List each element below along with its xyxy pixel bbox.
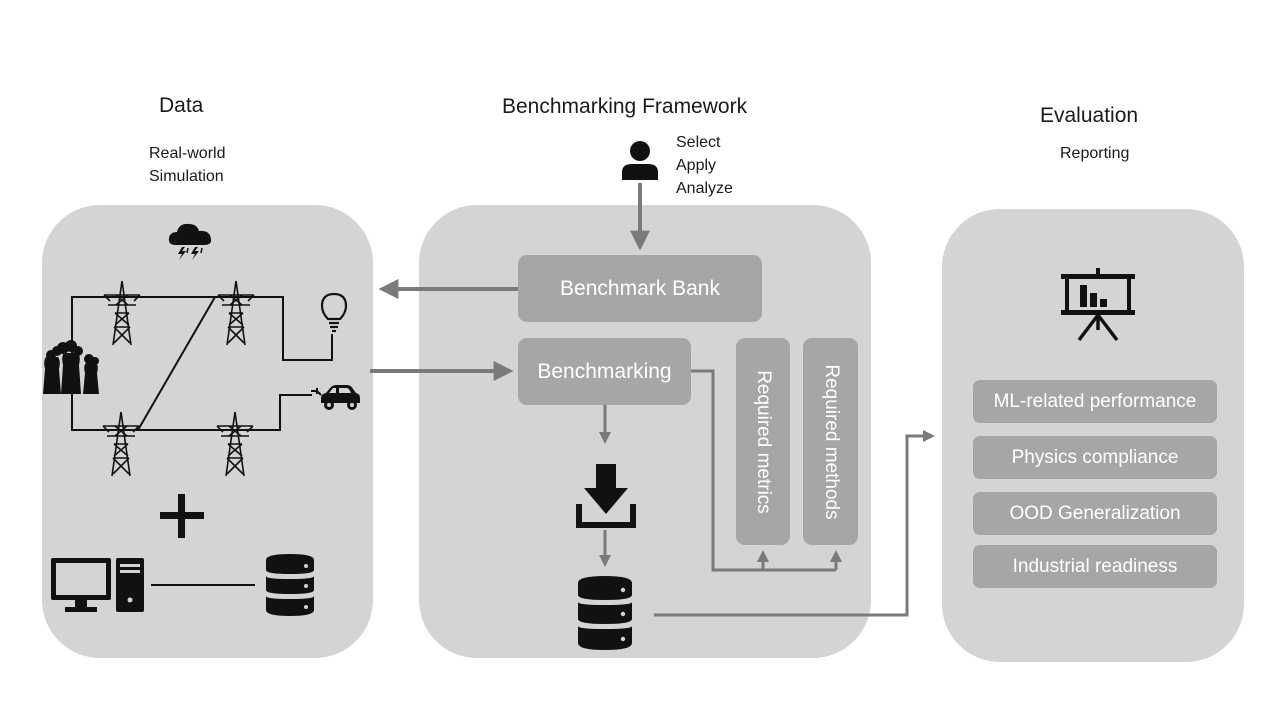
eval-item-physics-compliance: Physics compliance bbox=[973, 436, 1217, 479]
eval-item-ood-generalization: OOD Generalization bbox=[973, 492, 1217, 535]
framework-title: Benchmarking Framework bbox=[502, 95, 748, 118]
database-icon bbox=[266, 554, 314, 616]
evaluation-subtitle: Reporting bbox=[1060, 145, 1130, 162]
plus-icon bbox=[160, 494, 204, 538]
power-plant-icon bbox=[43, 340, 99, 394]
transmission-tower-icon bbox=[103, 280, 141, 346]
user-action-apply: Apply bbox=[676, 157, 717, 174]
computer-icon bbox=[51, 558, 144, 612]
download-icon bbox=[576, 464, 636, 528]
storm-cloud-icon bbox=[168, 223, 212, 260]
results-database-icon bbox=[578, 576, 632, 650]
eval-item-ml-performance: ML-related performance bbox=[973, 380, 1217, 423]
data-subtitle-realworld: Real-world bbox=[149, 145, 226, 162]
evaluation-title: Evaluation bbox=[1040, 104, 1139, 127]
arrow-db-to-evaluation bbox=[654, 430, 935, 617]
transmission-tower-icon bbox=[217, 280, 255, 346]
electric-car-icon bbox=[311, 385, 360, 410]
transmission-tower-icon bbox=[216, 411, 254, 477]
eval-item-industrial-readiness: Industrial readiness bbox=[973, 545, 1217, 588]
arrow-benchmarking-to-requirements bbox=[691, 369, 836, 572]
user-action-select: Select bbox=[676, 134, 721, 151]
user-action-analyze: Analyze bbox=[676, 180, 733, 197]
presentation-chart-icon bbox=[1061, 268, 1135, 342]
light-bulb-icon bbox=[320, 292, 348, 333]
benchmarking-box: Benchmarking bbox=[518, 338, 691, 405]
required-metrics-box: Required metrics bbox=[736, 338, 790, 545]
user-icon bbox=[622, 141, 658, 180]
benchmark-bank-box: Benchmark Bank bbox=[518, 255, 762, 322]
data-title: Data bbox=[159, 94, 204, 117]
transmission-tower-icon bbox=[102, 411, 140, 477]
data-subtitle-simulation: Simulation bbox=[149, 168, 224, 185]
required-methods-box: Required methods bbox=[803, 338, 858, 545]
